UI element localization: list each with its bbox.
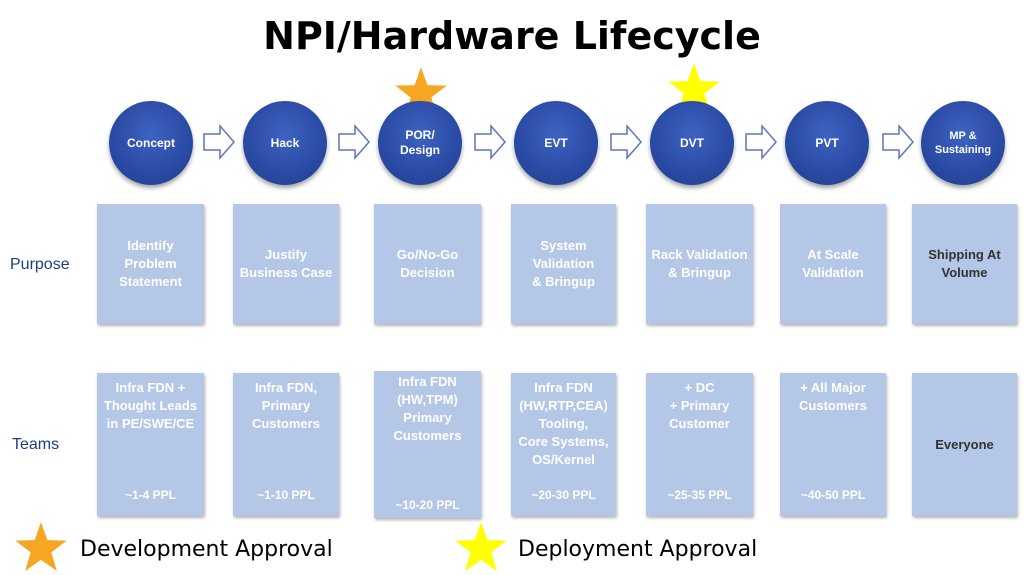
team-size: ~1-10 PPL — [257, 488, 315, 502]
team-box-mp-sustaining: Everyone — [912, 373, 1017, 516]
deployment-approval-legend-star-icon — [455, 522, 507, 572]
row-label-teams: Teams — [12, 436, 60, 453]
team-size: ~20-30 PPL — [531, 488, 596, 502]
page-title: NPI/Hardware Lifecycle — [263, 14, 761, 58]
purpose-box-pvt: At Scale Validation — [780, 204, 886, 324]
team-members: Infra FDN (HW,TPM) Primary Customers — [393, 374, 462, 443]
team-box-por-design: Infra FDN (HW,TPM) Primary Customers ~10… — [374, 371, 481, 518]
team-members: Everyone — [935, 436, 994, 452]
team-members: Infra FDN + Thought Leads in PE/SWE/CE — [103, 380, 198, 431]
development-approval-legend-star-icon — [15, 522, 67, 572]
arrow-right-icon — [474, 124, 506, 160]
arrow-right-icon — [338, 124, 370, 160]
arrow-right-icon — [882, 124, 914, 160]
purpose-box-dvt: Rack Validation & Bringup — [646, 204, 753, 324]
team-box-hack: Infra FDN, Primary Customers ~1-10 PPL — [233, 373, 339, 516]
team-size: ~10-20 PPL — [395, 498, 460, 512]
purpose-box-por-design: Go/No-Go Decision — [374, 204, 481, 324]
team-box-pvt: + All Major Customers ~40-50 PPL — [780, 373, 886, 516]
legend-deployment-approval: Deployment Approval — [518, 537, 758, 562]
phase-evt: EVT — [514, 101, 598, 185]
phase-pvt: PVT — [785, 101, 869, 185]
phase-mp-sustaining: MP & Sustaining — [921, 101, 1005, 185]
phase-hack: Hack — [243, 101, 327, 185]
arrow-right-icon — [610, 124, 642, 160]
phase-por-design: POR/ Design — [378, 101, 462, 185]
arrow-right-icon — [745, 124, 777, 160]
deployment-approval-star-icon — [668, 63, 720, 113]
purpose-box-hack: Justify Business Case — [233, 204, 339, 324]
purpose-box-concept: Identify Problem Statement — [97, 204, 204, 324]
team-members: Infra FDN (HW,RTP,CEA) Tooling, Core Sys… — [518, 380, 609, 467]
development-approval-star-icon — [395, 67, 447, 117]
phase-concept: Concept — [109, 101, 193, 185]
purpose-box-evt: System Validation & Bringup — [511, 204, 616, 324]
phase-dvt: DVT — [650, 101, 734, 185]
team-box-evt: Infra FDN (HW,RTP,CEA) Tooling, Core Sys… — [511, 373, 616, 516]
purpose-box-mp-sustaining: Shipping At Volume — [912, 204, 1017, 324]
arrow-right-icon — [203, 124, 235, 160]
legend-development-approval: Development Approval — [80, 537, 333, 562]
team-members: + DC + Primary Customer — [669, 380, 730, 431]
team-box-dvt: + DC + Primary Customer ~25-35 PPL — [646, 373, 753, 516]
team-box-concept: Infra FDN + Thought Leads in PE/SWE/CE ~… — [97, 373, 204, 516]
team-size: ~40-50 PPL — [800, 488, 866, 502]
row-label-purpose: Purpose — [10, 256, 70, 273]
team-size: ~1-4 PPL — [124, 488, 177, 502]
team-members: + All Major Customers — [799, 380, 867, 413]
team-members: Infra FDN, Primary Customers — [252, 380, 320, 431]
team-size: ~25-35 PPL — [667, 488, 732, 502]
